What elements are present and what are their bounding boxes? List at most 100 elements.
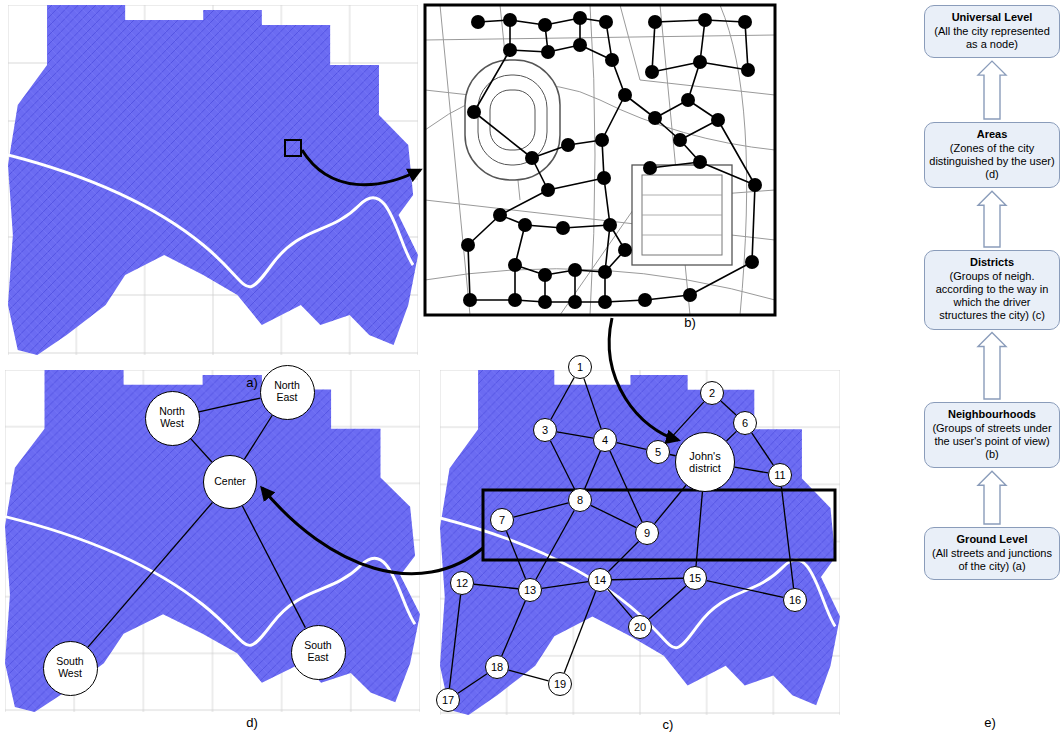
connector	[608, 541, 638, 571]
connector	[649, 586, 686, 619]
connector	[617, 443, 647, 450]
panel-label: b)	[684, 315, 696, 330]
node-label: 6	[742, 417, 748, 429]
connector	[735, 467, 769, 473]
node-description: (Groups of neigh. according to the way i…	[929, 270, 1055, 323]
district-node: 8	[568, 488, 592, 512]
connector	[199, 398, 260, 412]
zoom-arrow	[609, 318, 678, 440]
area-node: South West	[43, 641, 98, 696]
level-box: Neighbourhoods(Groups of streets under t…	[924, 402, 1060, 468]
node-label: Neighbourhoods	[929, 408, 1055, 422]
node-label: 17	[442, 694, 454, 706]
zoom-arrow	[302, 150, 420, 185]
city-map	[8, 5, 418, 355]
district-node: 5	[646, 440, 670, 464]
connector	[608, 589, 632, 618]
node-description: (All the city represented as a node)	[929, 25, 1055, 51]
node-label: 5	[655, 446, 661, 458]
district-node: 15	[683, 566, 707, 590]
node-label: North East	[265, 380, 309, 403]
district-node: 4	[593, 428, 617, 452]
district-node: 2	[700, 381, 724, 405]
zoom-box	[285, 140, 301, 156]
connector	[551, 377, 574, 419]
connector	[978, 333, 1006, 400]
district-node: 9	[635, 521, 659, 545]
node-label: Universal Level	[929, 11, 1055, 25]
panel-label: a)	[246, 375, 258, 390]
node-description: (All streets and junctions of the city) …	[929, 547, 1055, 573]
selection-box	[483, 490, 835, 560]
node-description: (Zones of the city distinguished by the …	[929, 142, 1055, 182]
connector	[707, 581, 784, 598]
zoom-arrow	[262, 488, 483, 574]
city-map	[5, 370, 420, 712]
city-map	[440, 370, 840, 715]
connector	[752, 433, 774, 465]
district-node: 16	[783, 588, 807, 612]
district-node: 20	[628, 615, 652, 639]
area-node: North East	[260, 365, 315, 420]
node-label: 1	[577, 361, 583, 373]
connector	[612, 578, 683, 579]
connector	[506, 531, 525, 579]
district-node: 12	[450, 571, 474, 595]
connector	[542, 582, 588, 589]
node-label: 18	[491, 661, 503, 673]
connector	[978, 61, 1006, 119]
node-label: 2	[709, 387, 715, 399]
connector	[781, 487, 793, 588]
district-node: 18	[485, 655, 509, 679]
node-label: North West	[150, 406, 194, 429]
node-label: John's district	[681, 450, 729, 474]
connector	[655, 485, 686, 523]
node-label: 20	[634, 621, 646, 633]
node-label: 7	[499, 514, 505, 526]
panel-label: d)	[246, 715, 258, 730]
connector	[242, 506, 305, 628]
district-node: 19	[548, 672, 572, 696]
connector	[88, 502, 212, 647]
connector	[244, 415, 272, 459]
area-node: South East	[291, 625, 346, 680]
connector	[585, 451, 601, 489]
connector	[721, 401, 736, 415]
level-box: Ground Level(All streets and junctions o…	[924, 527, 1060, 580]
panel-label: e)	[984, 715, 996, 730]
district-node: John's district	[675, 432, 735, 492]
zoom-panel	[425, 5, 775, 315]
node-label: 19	[554, 678, 566, 690]
node-label: Ground Level	[929, 533, 1055, 547]
connector	[726, 431, 736, 441]
connector	[458, 674, 487, 694]
node-label: Districts	[929, 256, 1055, 270]
district-node: 7	[490, 508, 514, 532]
district-node: 14	[588, 568, 612, 592]
node-description: (Groups of streets under the user's poin…	[929, 422, 1055, 462]
connector	[696, 492, 702, 566]
node-label: South West	[48, 656, 92, 679]
node-label: 9	[644, 527, 650, 539]
connector	[474, 584, 518, 589]
district-node: 6	[733, 411, 757, 435]
connector	[610, 451, 642, 522]
node-label: 4	[602, 434, 608, 446]
node-label: 8	[577, 494, 583, 506]
connector	[449, 595, 460, 688]
level-box: Districts(Groups of neigh. according to …	[924, 250, 1060, 330]
area-node: Center	[203, 455, 257, 509]
node-label: 15	[689, 572, 701, 584]
connector	[190, 438, 211, 462]
connector	[509, 670, 549, 681]
district-node: 1	[568, 355, 592, 379]
area-node: North West	[145, 391, 200, 446]
node-label: 16	[789, 594, 801, 606]
node-label: 14	[594, 574, 606, 586]
connector	[550, 441, 574, 490]
district-node: 11	[768, 463, 792, 487]
node-label: South East	[296, 640, 340, 663]
